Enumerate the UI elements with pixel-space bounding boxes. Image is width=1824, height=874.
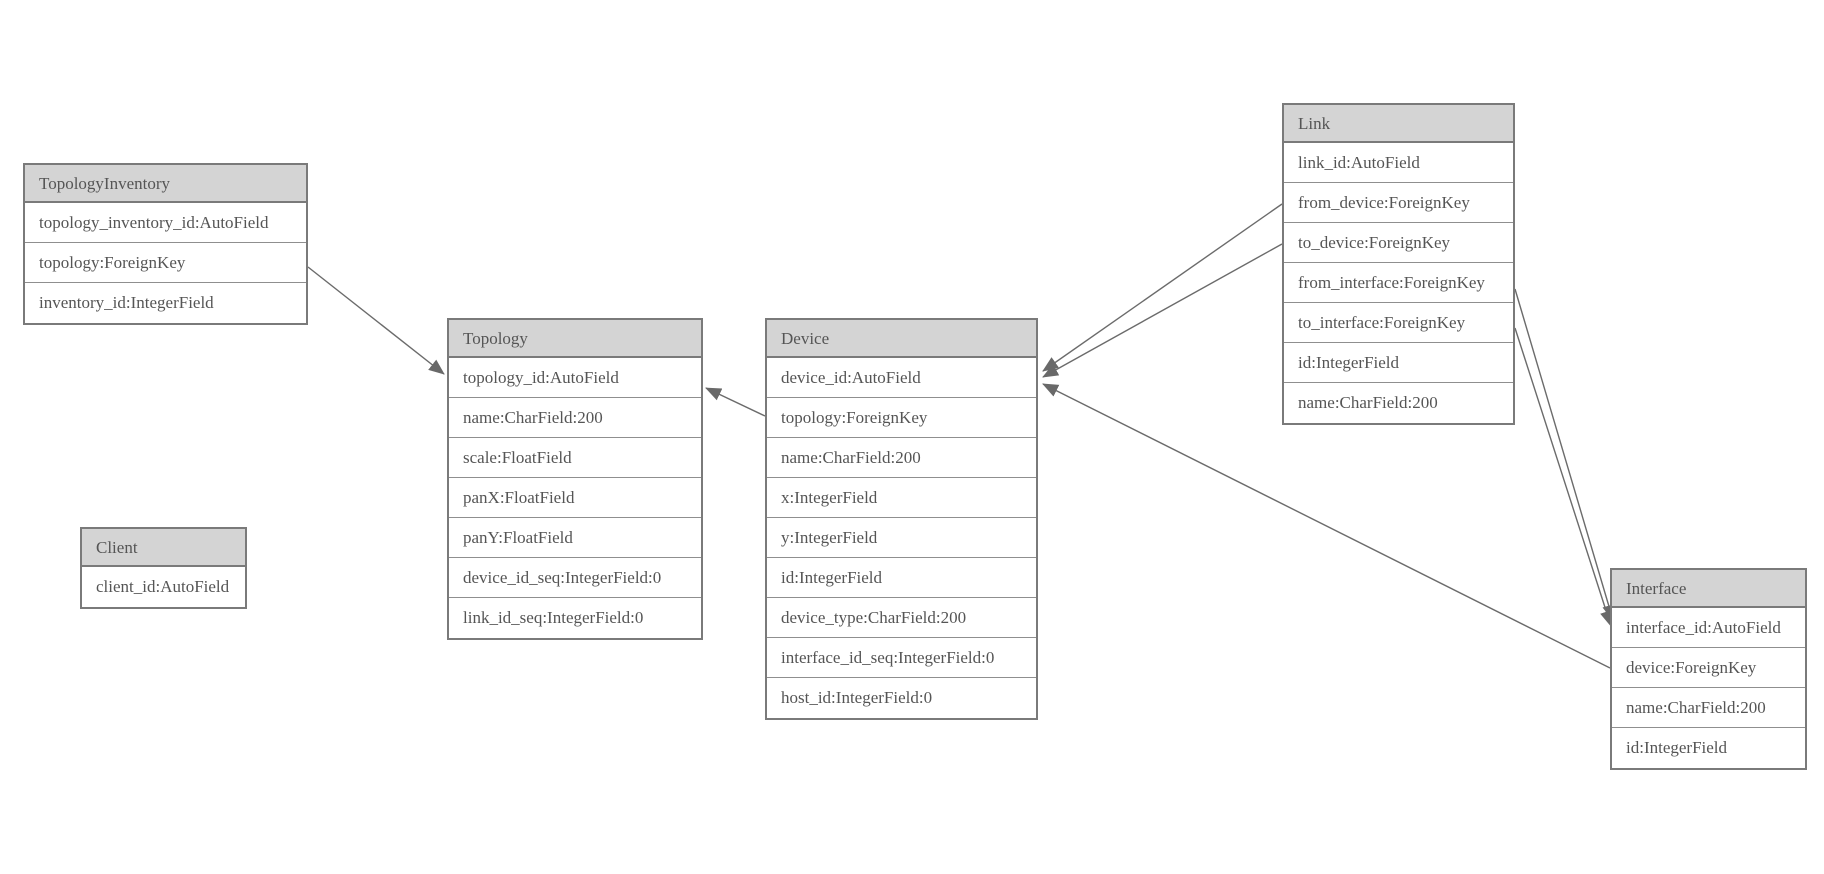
field-id: id:IntegerField	[767, 558, 1036, 598]
entity-title: Link	[1284, 105, 1513, 143]
field-name: name:CharField:200	[449, 398, 701, 438]
field-inventory_id: inventory_id:IntegerField	[39, 293, 214, 312]
field-name: name:CharField:200	[767, 438, 1036, 478]
field-name: name:CharField:200	[1298, 393, 1438, 412]
entity-title: Interface	[1612, 570, 1805, 608]
field-id: id:IntegerField	[1284, 343, 1513, 383]
entity-title: Topology	[449, 320, 701, 358]
entity-title: TopologyInventory	[25, 165, 306, 203]
field-topology: topology:ForeignKey	[25, 243, 306, 283]
field-interface_id_seq: interface_id_seq:IntegerField:0	[767, 638, 1036, 678]
edge-interface-device	[1042, 383, 1611, 669]
edge-topologyinventory-topology	[307, 266, 445, 375]
field-id: id:IntegerField	[1626, 738, 1728, 757]
field-scale: scale:FloatField	[449, 438, 701, 478]
field-to_interface: to_interface:ForeignKey	[1284, 303, 1513, 343]
field-topology_id: topology_id:AutoField	[449, 358, 701, 398]
field-device: device:ForeignKey	[1612, 648, 1805, 688]
field-from_interface: from_interface:ForeignKey	[1284, 263, 1513, 303]
field-interface_id: interface_id:AutoField	[1612, 608, 1805, 648]
entity-device: Device device_id:AutoField topology:Fore…	[765, 318, 1038, 720]
entity-title: Client	[82, 529, 245, 567]
field-device_id_seq: device_id_seq:IntegerField:0	[449, 558, 701, 598]
edge-device-topology	[705, 387, 766, 417]
entity-topology-inventory: TopologyInventory topology_inventory_id:…	[23, 163, 308, 325]
edge-link-fromdevice-device	[1042, 203, 1283, 372]
field-device_id: device_id:AutoField	[767, 358, 1036, 398]
field-link_id_seq: link_id_seq:IntegerField:0	[463, 608, 644, 627]
entity-interface: Interface interface_id:AutoField device:…	[1610, 568, 1807, 770]
edge-link-frominterface-interface	[1514, 288, 1615, 621]
field-y: y:IntegerField	[767, 518, 1036, 558]
entity-client: Client client_id:AutoField	[80, 527, 247, 609]
edge-link-todevice-device	[1042, 243, 1283, 378]
field-topology: topology:ForeignKey	[767, 398, 1036, 438]
field-device_type: device_type:CharField:200	[767, 598, 1036, 638]
field-link_id: link_id:AutoField	[1284, 143, 1513, 183]
field-from_device: from_device:ForeignKey	[1284, 183, 1513, 223]
field-panX: panX:FloatField	[449, 478, 701, 518]
field-panY: panY:FloatField	[449, 518, 701, 558]
entity-title: Device	[767, 320, 1036, 358]
field-x: x:IntegerField	[767, 478, 1036, 518]
entity-topology: Topology topology_id:AutoField name:Char…	[447, 318, 703, 640]
field-host_id: host_id:IntegerField:0	[781, 688, 933, 707]
field-topology_inventory_id: topology_inventory_id:AutoField	[25, 203, 306, 243]
entity-link: Link link_id:AutoField from_device:Forei…	[1282, 103, 1515, 425]
field-to_device: to_device:ForeignKey	[1284, 223, 1513, 263]
edge-link-tointerface-interface	[1514, 327, 1613, 627]
field-client_id: client_id:AutoField	[96, 577, 230, 596]
field-name: name:CharField:200	[1612, 688, 1805, 728]
